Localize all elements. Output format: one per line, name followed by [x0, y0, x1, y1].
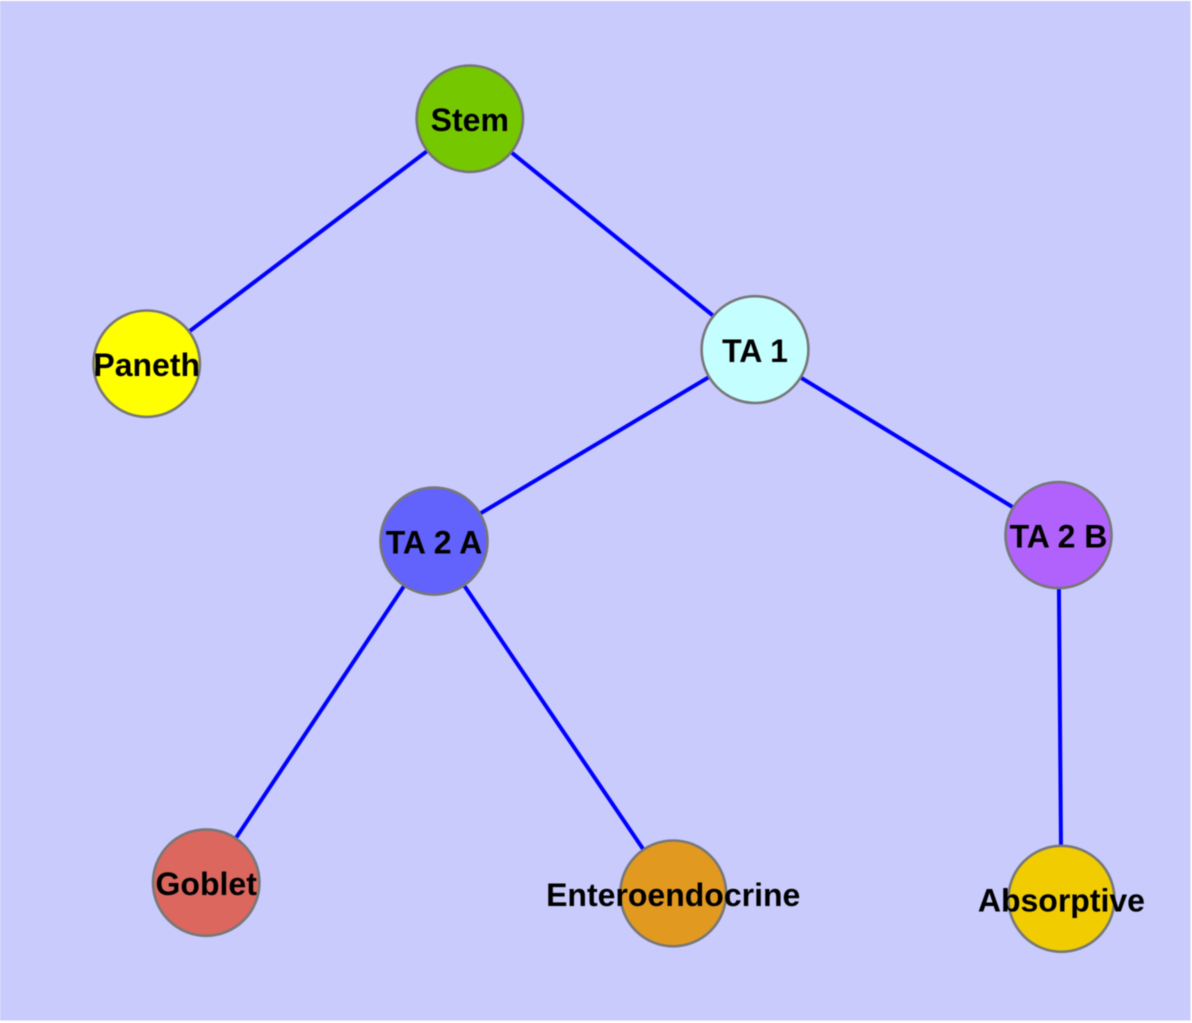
node-goblet	[151, 828, 261, 938]
edge-ta2b-absorptive	[1056, 535, 1064, 899]
node-ta2b	[1004, 480, 1113, 590]
edge-ta1-ta2b	[753, 347, 1060, 537]
node-enteroendocrine	[618, 839, 728, 948]
node-label-stem: Stem	[431, 102, 509, 138]
node-stem	[415, 64, 525, 174]
node-absorptive	[1007, 844, 1116, 954]
node-ta1	[700, 294, 810, 405]
node-label-enteroendocrine: Enteroendocrine	[546, 877, 800, 913]
edge-ta2a-enteroendocrine	[432, 539, 675, 895]
edge-ta1-ta2a	[432, 347, 757, 543]
node-ta2a	[379, 486, 489, 596]
edge-ta2a-goblet	[204, 539, 436, 884]
nodes-layer	[92, 64, 1116, 954]
node-label-ta2a: TA 2 A	[386, 525, 483, 561]
node-label-ta1: TA 1	[722, 333, 788, 369]
node-label-goblet: Goblet	[156, 866, 258, 902]
edge-stem-paneth	[145, 117, 472, 366]
edges-layer	[145, 117, 1064, 899]
node-paneth	[92, 309, 202, 419]
node-label-ta2b: TA 2 B	[1010, 519, 1108, 555]
edge-stem-ta1	[468, 117, 757, 352]
node-label-paneth: Paneth	[93, 347, 200, 383]
node-label-absorptive: Absorptive	[978, 882, 1145, 918]
